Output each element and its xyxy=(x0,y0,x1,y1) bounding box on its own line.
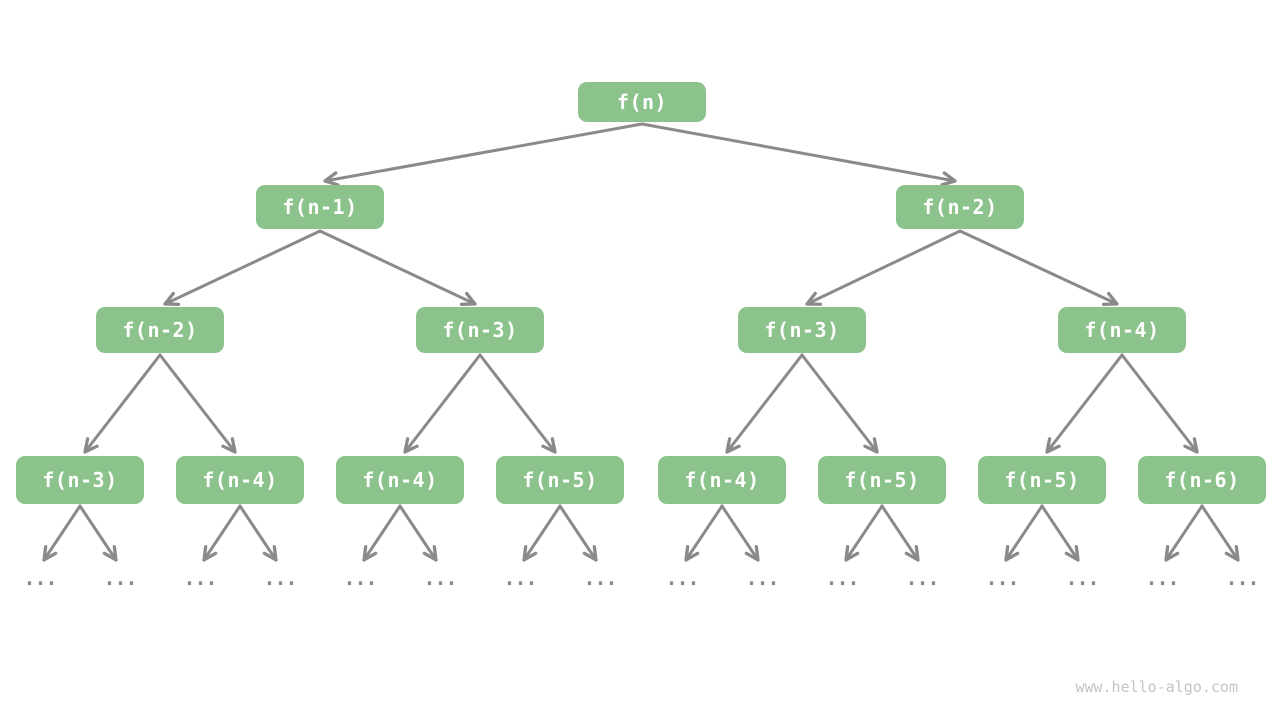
ellipsis-leaf-0: ... xyxy=(23,566,57,590)
ellipsis-leaf-8: ... xyxy=(665,566,699,590)
ellipsis-leaf-12: ... xyxy=(985,566,1019,590)
tree-node-l4-0: f(n-3) xyxy=(16,456,144,504)
tree-node-l4-2: f(n-4) xyxy=(336,456,464,504)
ellipsis-leaf-10: ... xyxy=(825,566,859,590)
ellipsis-leaf-7: ... xyxy=(583,566,617,590)
tree-node-l3-1: f(n-3) xyxy=(416,307,544,353)
tree-node-l2-1: f(n-2) xyxy=(896,185,1024,229)
tree-node-l1-0: f(n) xyxy=(578,82,706,122)
tree-node-l4-6: f(n-5) xyxy=(978,456,1106,504)
ellipsis-leaf-3: ... xyxy=(263,566,297,590)
ellipsis-leaf-4: ... xyxy=(343,566,377,590)
tree-node-l4-1: f(n-4) xyxy=(176,456,304,504)
tree-node-l2-0: f(n-1) xyxy=(256,185,384,229)
ellipsis-leaf-6: ... xyxy=(503,566,537,590)
ellipsis-leaf-1: ... xyxy=(103,566,137,590)
ellipsis-leaf-5: ... xyxy=(423,566,457,590)
tree-node-l4-3: f(n-5) xyxy=(496,456,624,504)
ellipsis-leaf-2: ... xyxy=(183,566,217,590)
tree-node-l4-7: f(n-6) xyxy=(1138,456,1266,504)
tree-node-l3-2: f(n-3) xyxy=(738,307,866,353)
ellipsis-leaf-9: ... xyxy=(745,566,779,590)
tree-node-l3-0: f(n-2) xyxy=(96,307,224,353)
ellipsis-leaf-15: ... xyxy=(1225,566,1259,590)
ellipsis-leaf-13: ... xyxy=(1065,566,1099,590)
tree-node-l4-5: f(n-5) xyxy=(818,456,946,504)
ellipsis-leaf-14: ... xyxy=(1145,566,1179,590)
ellipsis-leaf-11: ... xyxy=(905,566,939,590)
watermark: www.hello-algo.com xyxy=(1075,678,1238,696)
tree-node-l3-3: f(n-4) xyxy=(1058,307,1186,353)
tree-node-l4-4: f(n-4) xyxy=(658,456,786,504)
